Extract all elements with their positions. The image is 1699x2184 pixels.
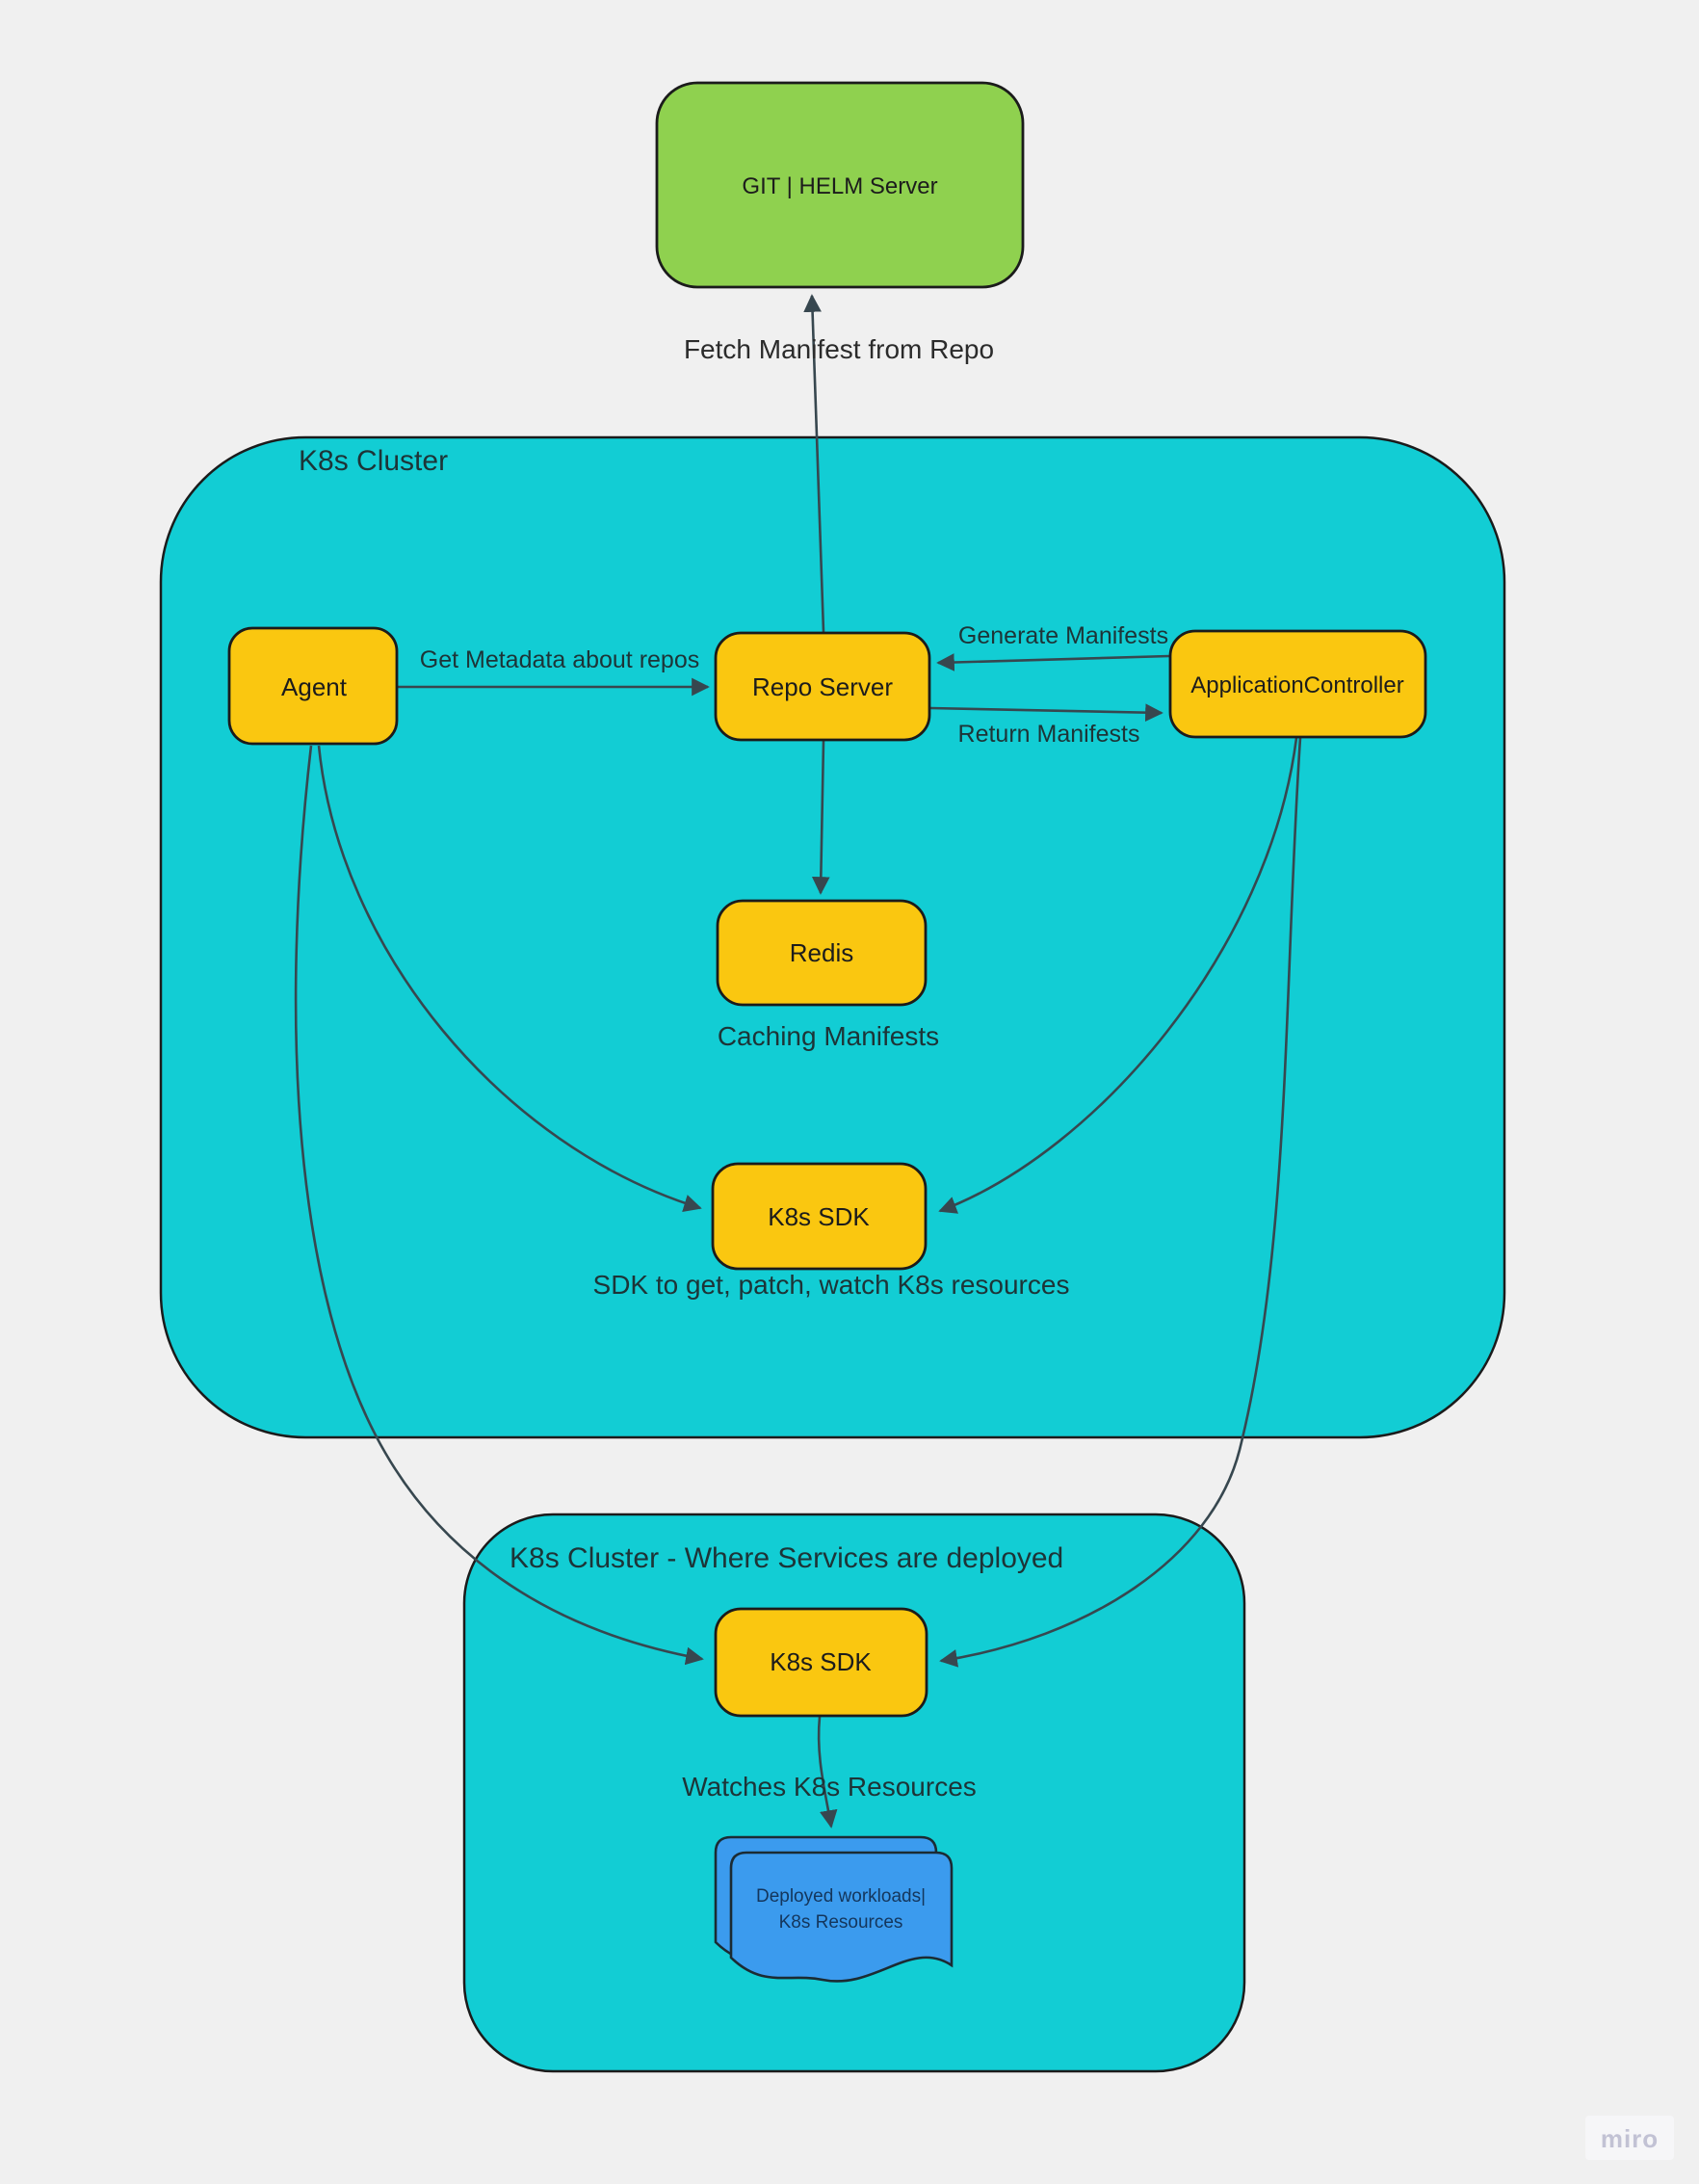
cluster-k8s-deploy-label: K8s Cluster - Where Services are deploye… xyxy=(510,1542,1063,1574)
edge-sdk-deploy-to-workloads[interactable] xyxy=(817,1716,838,1829)
node-repo-server[interactable]: Repo Server xyxy=(714,631,931,742)
label-generate-manifests: Generate Manifests xyxy=(958,622,1168,649)
node-application-controller[interactable]: ApplicationController xyxy=(1168,629,1427,739)
node-k8s-sdk-main-shape[interactable] xyxy=(711,1162,928,1271)
edge-controller-to-repo[interactable] xyxy=(936,653,1170,671)
node-k8s-sdk-main[interactable]: K8s SDK xyxy=(711,1162,928,1271)
edge-repo-to-redis[interactable] xyxy=(811,740,830,895)
cluster-k8s-deploy-shape[interactable] xyxy=(462,1513,1246,2073)
miro-watermark: miro xyxy=(1585,2116,1674,2160)
label-sdk-description: SDK to get, patch, watch K8s resources xyxy=(593,1270,1070,1300)
node-agent-label: Agent xyxy=(281,672,348,701)
document-label-line1: Deployed workloads| xyxy=(756,1886,926,1907)
label-caching-manifests: Caching Manifests xyxy=(718,1021,939,1051)
node-k8s-sdk-deploy-label: K8s SDK xyxy=(770,1647,872,1676)
connectors xyxy=(294,294,1302,1829)
edge-controller-to-sdk-deploy[interactable] xyxy=(939,737,1302,1668)
miro-logo: miro xyxy=(1601,2124,1659,2153)
edge-agent-to-sdk-main[interactable] xyxy=(317,745,702,1212)
node-application-controller-label: ApplicationController xyxy=(1190,672,1403,698)
node-repo-server-shape[interactable] xyxy=(714,631,931,742)
edge-controller-to-sdk-main[interactable] xyxy=(938,737,1298,1214)
node-agent-shape[interactable] xyxy=(227,626,399,746)
node-git-helm-server-shape[interactable] xyxy=(655,81,1025,289)
node-git-helm-server[interactable]: GIT | HELM Server xyxy=(655,81,1025,289)
node-deployed-workloads-doc[interactable]: Deployed workloads| K8s Resources xyxy=(714,1835,954,1983)
node-redis[interactable]: Redis xyxy=(716,899,928,1007)
miro-watermark-bg xyxy=(1585,2116,1674,2160)
node-agent[interactable]: Agent xyxy=(227,626,399,746)
node-repo-server-label: Repo Server xyxy=(752,672,893,701)
node-git-helm-server-label: GIT | HELM Server xyxy=(742,173,937,199)
edge-agent-to-sdk-deploy[interactable] xyxy=(294,745,704,1666)
label-get-metadata: Get Metadata about repos xyxy=(420,646,699,673)
node-redis-label: Redis xyxy=(790,938,853,967)
node-redis-shape[interactable] xyxy=(716,899,928,1007)
edge-labels: Fetch Manifest from Repo Get Metadata ab… xyxy=(420,334,1168,1802)
document-label-line2: K8s Resources xyxy=(779,1912,903,1933)
document-front-shape[interactable] xyxy=(729,1851,954,1983)
node-k8s-sdk-deploy[interactable]: K8s SDK xyxy=(714,1607,928,1718)
edge-repo-to-git[interactable] xyxy=(803,294,825,633)
label-return-manifests: Return Manifests xyxy=(958,721,1140,748)
edge-repo-to-controller[interactable] xyxy=(929,703,1163,723)
node-application-controller-shape[interactable] xyxy=(1168,629,1427,739)
node-k8s-sdk-main-label: K8s SDK xyxy=(768,1202,870,1231)
cluster-k8s-main-label: K8s Cluster xyxy=(299,445,448,477)
label-fetch-manifest: Fetch Manifest from Repo xyxy=(684,334,994,364)
node-k8s-sdk-deploy-shape[interactable] xyxy=(714,1607,928,1718)
cluster-k8s-deploy[interactable]: K8s Cluster - Where Services are deploye… xyxy=(462,1513,1246,2073)
label-watches-resources: Watches K8s Resources xyxy=(682,1772,977,1802)
